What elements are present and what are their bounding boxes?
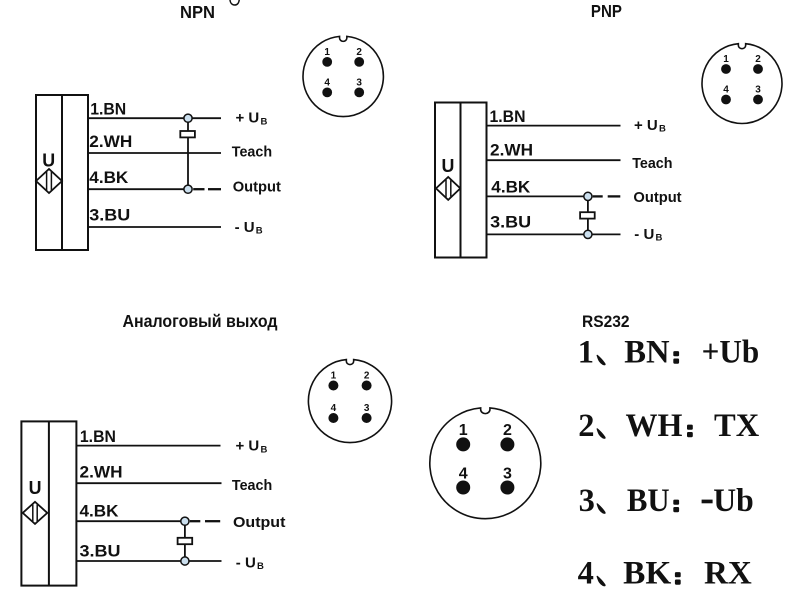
svg-text:1.BN: 1.BN xyxy=(80,427,116,446)
svg-text:- U: - U xyxy=(634,226,654,243)
svg-text:BU: BU xyxy=(627,483,670,519)
svg-text:2: 2 xyxy=(755,54,761,65)
svg-text:1.BN: 1.BN xyxy=(490,107,526,126)
svg-text:2.WH: 2.WH xyxy=(89,132,132,151)
svg-text:4: 4 xyxy=(331,403,337,414)
svg-text:Teach: Teach xyxy=(232,477,272,494)
svg-text:1: 1 xyxy=(324,47,330,58)
svg-text:B: B xyxy=(260,116,267,127)
svg-text:U: U xyxy=(442,155,455,176)
svg-text:Output: Output xyxy=(633,189,681,206)
svg-text:B: B xyxy=(659,124,666,135)
svg-text:PNP: PNP xyxy=(591,1,622,21)
svg-text:U: U xyxy=(42,150,55,171)
svg-text:1: 1 xyxy=(578,335,594,371)
svg-text:+Ub: +Ub xyxy=(702,335,760,371)
svg-text:RS232: RS232 xyxy=(582,312,630,331)
svg-text:1: 1 xyxy=(459,422,468,439)
svg-text:1: 1 xyxy=(723,54,729,65)
svg-text:4: 4 xyxy=(459,465,468,482)
svg-text:2: 2 xyxy=(503,422,512,439)
svg-text:3: 3 xyxy=(364,403,370,414)
svg-text:Output: Output xyxy=(233,179,281,196)
svg-text:- U: - U xyxy=(235,219,255,236)
svg-text:2.WH: 2.WH xyxy=(80,462,123,481)
svg-text:1.BN: 1.BN xyxy=(90,99,126,118)
svg-text:NPN: NPN xyxy=(180,2,215,22)
svg-text:RX: RX xyxy=(704,556,752,592)
svg-text:1: 1 xyxy=(331,370,337,381)
svg-text:3.BU: 3.BU xyxy=(490,213,531,232)
svg-text:WH: WH xyxy=(626,408,683,444)
svg-text:Ub: Ub xyxy=(713,483,754,519)
svg-text:3: 3 xyxy=(356,77,362,88)
svg-text:- U: - U xyxy=(236,554,256,571)
svg-text:2: 2 xyxy=(364,370,370,381)
svg-text:4: 4 xyxy=(723,84,729,95)
svg-text:3.BU: 3.BU xyxy=(89,206,130,225)
svg-text:BN: BN xyxy=(624,335,670,371)
svg-text:+ U: + U xyxy=(634,117,658,134)
svg-text:B: B xyxy=(656,233,663,244)
svg-text:4: 4 xyxy=(578,556,594,592)
svg-text:3: 3 xyxy=(503,465,512,482)
svg-text:B: B xyxy=(256,226,263,237)
svg-text:4: 4 xyxy=(324,77,330,88)
svg-text:3: 3 xyxy=(579,483,595,519)
svg-text:+ U: + U xyxy=(236,110,260,127)
svg-text:3.BU: 3.BU xyxy=(80,542,121,561)
svg-text:BK: BK xyxy=(623,556,672,592)
svg-text:2: 2 xyxy=(578,408,594,444)
svg-text:U: U xyxy=(29,477,42,498)
svg-text:2.WH: 2.WH xyxy=(490,141,533,160)
svg-text:Teach: Teach xyxy=(232,144,272,161)
svg-text:B: B xyxy=(257,561,264,572)
svg-text:TX: TX xyxy=(714,408,760,444)
svg-text:4.BK: 4.BK xyxy=(89,168,129,187)
svg-text:3: 3 xyxy=(755,84,761,95)
svg-text:+ U: + U xyxy=(236,438,260,455)
svg-text:Output: Output xyxy=(233,514,285,531)
svg-text:4.BK: 4.BK xyxy=(491,178,531,197)
svg-text:4.BK: 4.BK xyxy=(80,501,120,520)
svg-text:2: 2 xyxy=(356,47,362,58)
svg-text:Аналоговый выход: Аналоговый выход xyxy=(123,311,278,331)
svg-text:Teach: Teach xyxy=(632,155,672,172)
svg-text:B: B xyxy=(260,445,267,456)
